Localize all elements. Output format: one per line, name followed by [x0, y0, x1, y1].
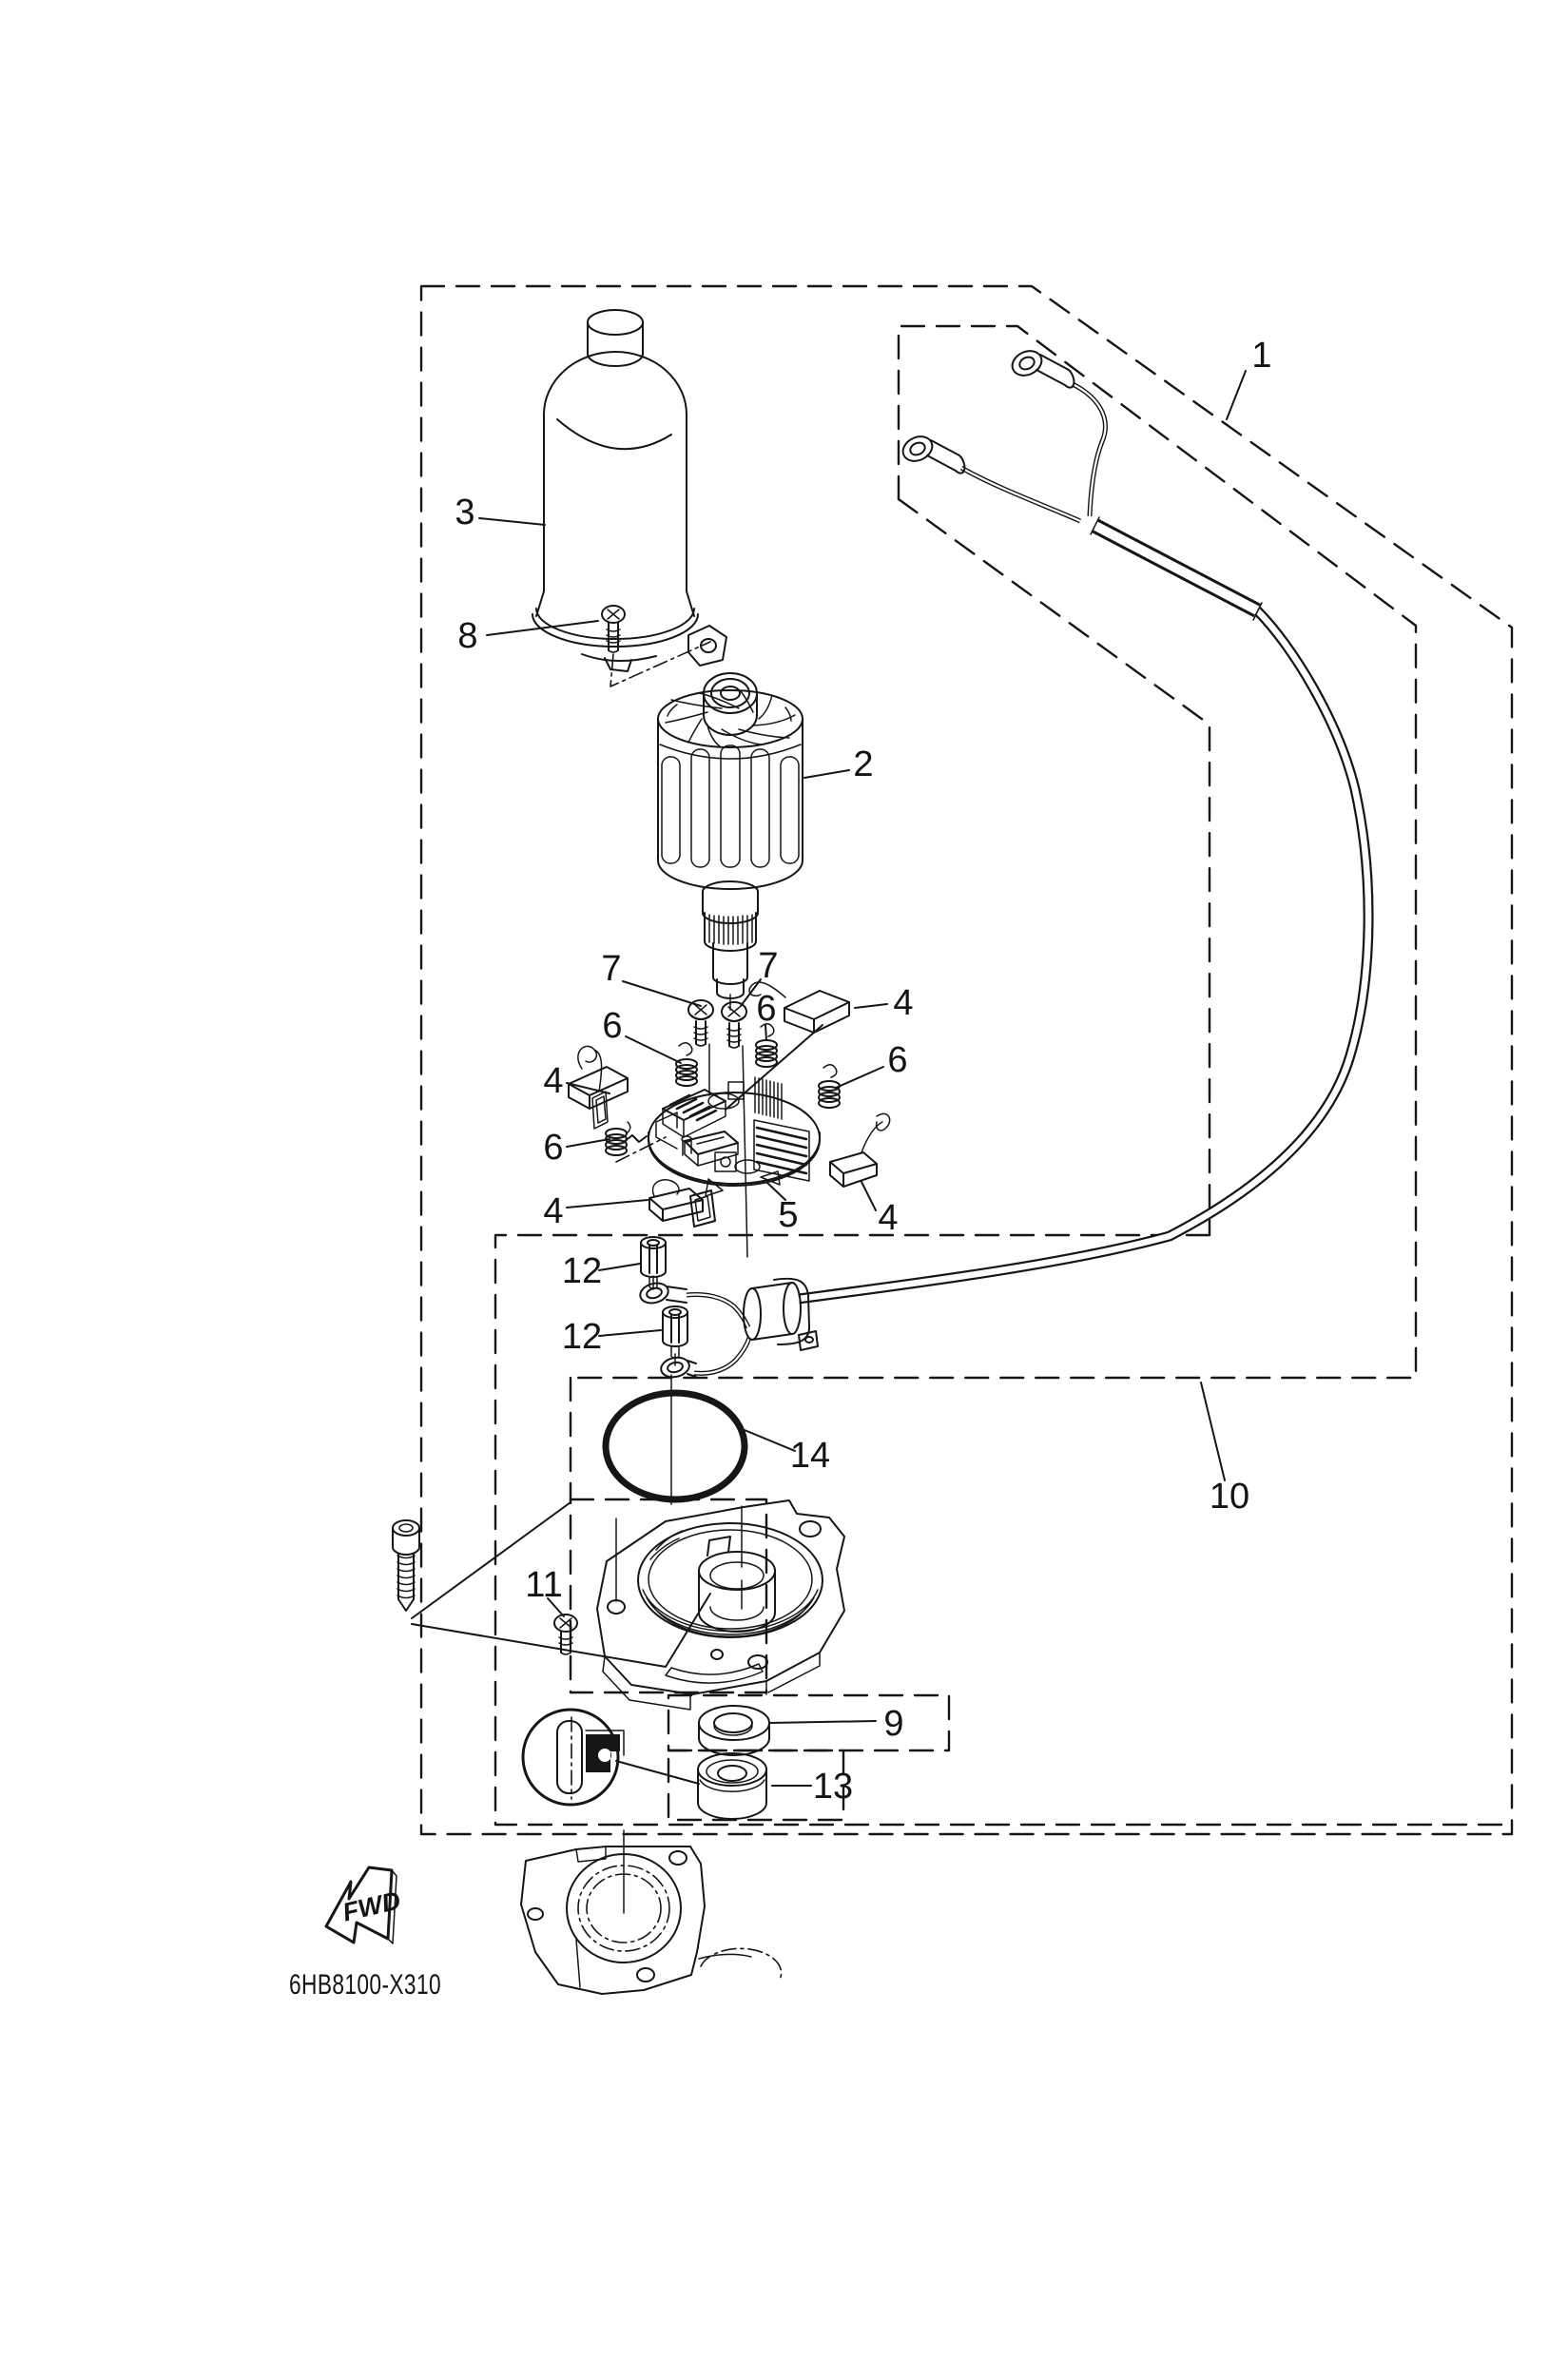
callout-1: 1 [1251, 336, 1271, 376]
callout-4d: 4 [878, 1198, 898, 1238]
base-subassembly-box [494, 1233, 1509, 1827]
cap-screw [601, 605, 626, 653]
callout-9: 9 [883, 1704, 903, 1744]
standoff [662, 1305, 688, 1359]
callout-6a: 6 [756, 989, 776, 1029]
callout-14: 14 [790, 1436, 830, 1476]
callout-4c: 4 [543, 1191, 563, 1231]
wire-grommet-clamp [743, 1277, 819, 1351]
callout-13: 13 [813, 1767, 853, 1807]
center-marks [571, 641, 711, 1800]
callout-7a: 7 [601, 949, 621, 989]
armature-spline [708, 914, 753, 945]
seal-detail-magnifier [521, 1708, 625, 1807]
spring [755, 1023, 778, 1068]
wire-subassembly-box-step [897, 497, 1211, 1237]
ring-terminal [660, 1356, 697, 1379]
wire-subassembly-box [569, 324, 1418, 1380]
callout-4b: 4 [543, 1061, 563, 1101]
callout-2: 2 [853, 744, 873, 784]
callout-3: 3 [455, 493, 474, 532]
screw [721, 1001, 747, 1049]
spring [675, 1042, 698, 1087]
callout-6d: 6 [543, 1128, 563, 1168]
outer-box [419, 284, 1514, 1836]
brush-plate [591, 1076, 821, 1197]
ball-bearing [697, 1752, 767, 1820]
callout-leader-lines [411, 370, 1247, 1787]
callout-7b: 7 [758, 946, 778, 986]
thrust-washer [698, 1705, 770, 1756]
screw [687, 999, 714, 1047]
armature [657, 672, 803, 999]
pump-base [596, 1499, 845, 1711]
holder-hatch [668, 1093, 718, 1122]
commutator-bars [753, 1119, 810, 1182]
callout-12a: 12 [562, 1251, 602, 1291]
assembly-boundary-boxes [419, 284, 1514, 1836]
armature-skew-lines [665, 690, 796, 747]
callout-6b: 6 [602, 1006, 622, 1046]
ring-terminal [901, 435, 966, 474]
through-bolt [392, 1519, 420, 1612]
motor-cap [532, 309, 727, 672]
gear-housing [520, 1846, 783, 1995]
callout-8: 8 [457, 616, 477, 656]
fwd-direction-stamp: FWD [324, 1866, 403, 1944]
motor-lead-wires [639, 350, 1374, 1379]
brush-springs [605, 1023, 841, 1156]
callout-11: 11 [525, 1565, 562, 1605]
callout-5: 5 [778, 1195, 798, 1235]
callout-6c: 6 [887, 1040, 907, 1080]
callout-4a: 4 [893, 983, 913, 1023]
spring [818, 1064, 841, 1109]
part-code: 6HB8100-X310 [289, 1969, 441, 2001]
washer-box [667, 1693, 951, 1752]
commutator-vertical-hatch [754, 1076, 783, 1120]
callout-labels: 1 2 3 8 7 7 6 6 6 6 4 4 4 4 5 12 12 14 1… [455, 336, 1271, 1807]
spring [605, 1121, 631, 1156]
base-screw [553, 1614, 578, 1655]
brushes [568, 981, 891, 1228]
callout-10: 10 [1210, 1477, 1249, 1517]
assembly-axis-lines [615, 994, 748, 1914]
callout-12b: 12 [562, 1317, 602, 1357]
terminal-standoffs [640, 1236, 688, 1359]
bearing-box [667, 1749, 845, 1822]
ring-terminal [639, 1282, 687, 1305]
plate-screws [687, 999, 747, 1049]
ring-terminal [1011, 350, 1075, 389]
o-ring [602, 1389, 748, 1503]
standoff [640, 1236, 667, 1289]
